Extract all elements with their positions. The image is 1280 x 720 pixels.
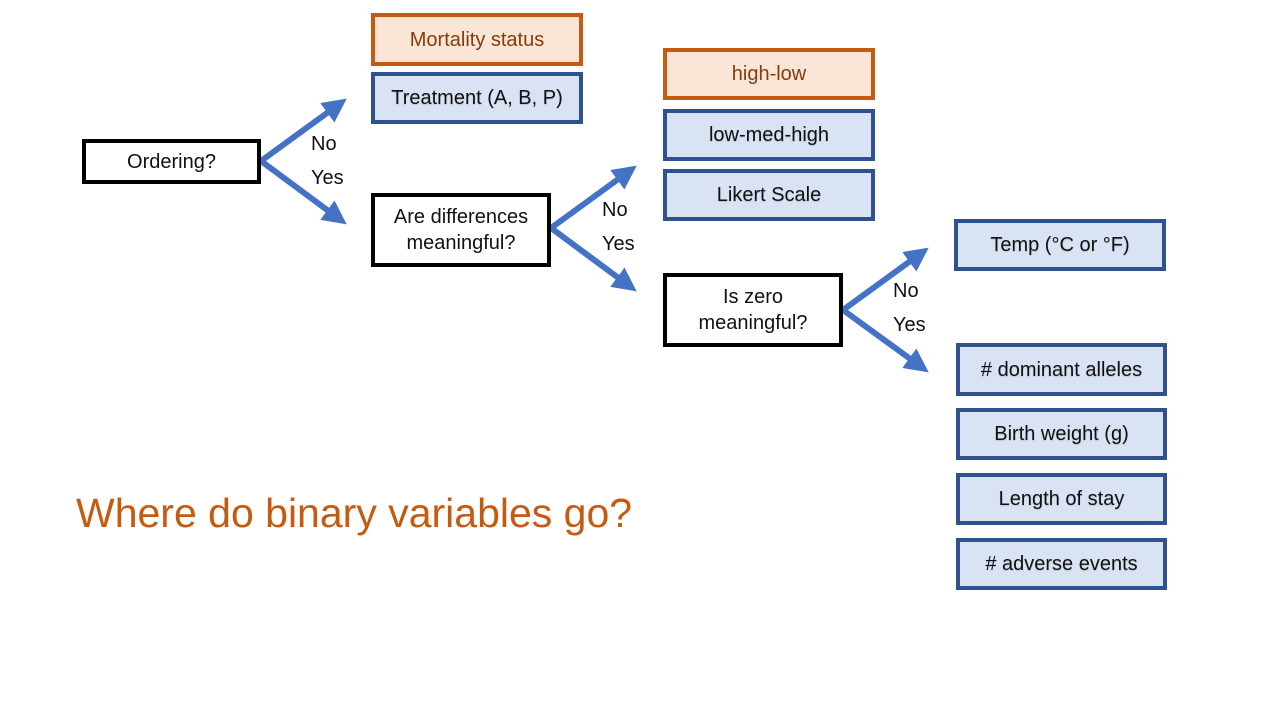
differences-yes-label: Yes bbox=[602, 233, 635, 255]
adverse-events-box: # adverse events bbox=[956, 538, 1167, 590]
zero-question: Is zero meaningful? bbox=[663, 273, 843, 347]
zero-question-line1: Is zero bbox=[722, 286, 784, 308]
arrow-zero-yes bbox=[841, 307, 929, 373]
binary-variables-question: Where do binary variables go? bbox=[76, 490, 633, 536]
arrow-differences-no bbox=[549, 165, 637, 231]
differences-question-line2: meaningful? bbox=[406, 232, 516, 254]
length-of-stay-box: Length of stay bbox=[956, 473, 1167, 525]
ordering-no-label: No bbox=[311, 133, 337, 155]
likert-scale-box: Likert Scale bbox=[663, 169, 875, 221]
low-med-high-box: low-med-high bbox=[663, 109, 875, 161]
arrow-differences-yes bbox=[549, 225, 637, 292]
arrow-ordering-yes bbox=[259, 158, 347, 225]
dominant-alleles-box: # dominant alleles bbox=[956, 343, 1167, 396]
zero-no-label: No bbox=[893, 280, 919, 302]
ordering-yes-label: Yes bbox=[311, 167, 344, 189]
differences-question: Are differences meaningful? bbox=[371, 193, 551, 267]
treatment-box: Treatment (A, B, P) bbox=[371, 72, 583, 124]
zero-question-line2: meaningful? bbox=[698, 312, 808, 334]
temp-box: Temp (°C or °F) bbox=[954, 219, 1166, 271]
ordering-question: Ordering? bbox=[82, 139, 261, 184]
differences-no-label: No bbox=[602, 199, 628, 221]
arrow-zero-no bbox=[841, 247, 929, 313]
differences-question-line1: Are differences bbox=[393, 206, 529, 228]
mortality-status-box: Mortality status bbox=[371, 13, 583, 66]
arrow-ordering-no bbox=[259, 98, 347, 164]
birth-weight-box: Birth weight (g) bbox=[956, 408, 1167, 460]
high-low-box: high-low bbox=[663, 48, 875, 100]
zero-yes-label: Yes bbox=[893, 314, 926, 336]
